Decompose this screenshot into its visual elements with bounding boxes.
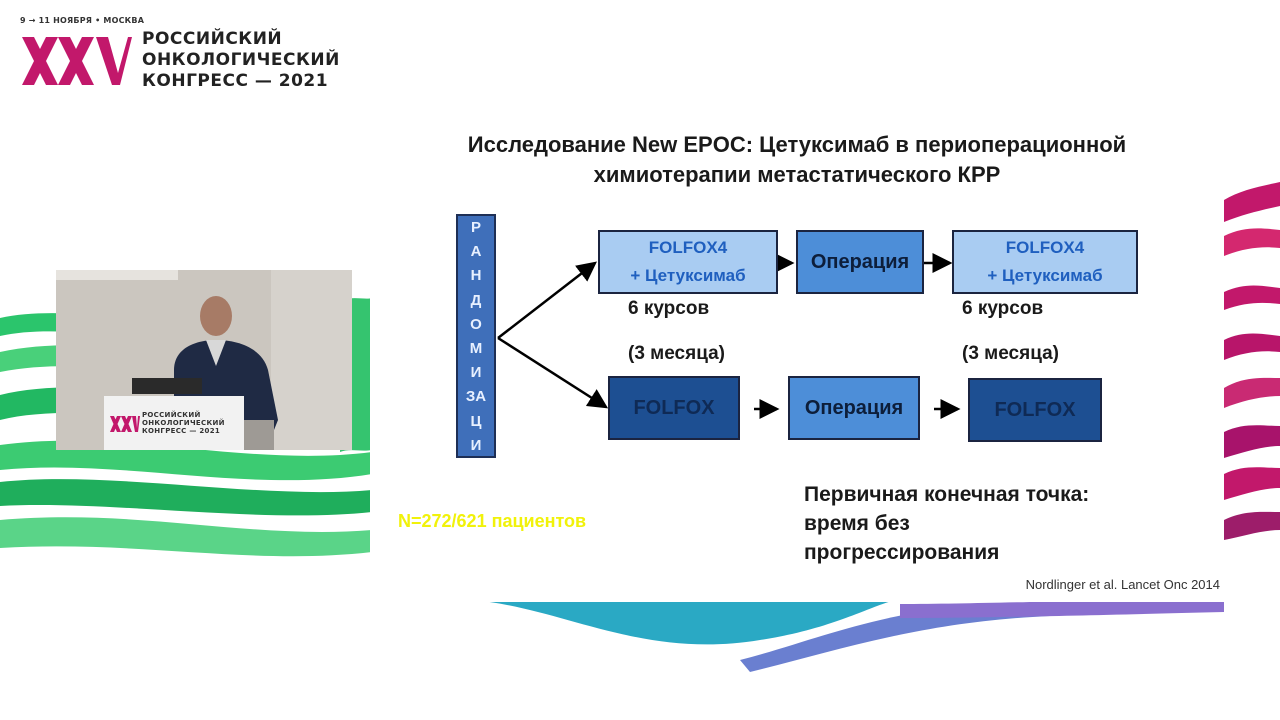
citation: Nordlinger et al. Lancet Onc 2014 — [1025, 577, 1220, 592]
rand-letter: М — [469, 340, 483, 358]
rand-letter: И — [470, 364, 482, 382]
congress-name-line-2: ОНКОЛОГИЧЕСКИЙ — [142, 50, 340, 70]
congress-date: 9 → 11 НОЯБРЯ • МОСКВА — [20, 16, 145, 25]
rand-letter: Н — [470, 267, 482, 285]
arm1-post-line-1: FOLFOX4 — [1005, 238, 1085, 257]
slide-title: Исследование New EPOC: Цетуксимаб в пери… — [370, 130, 1224, 190]
presentation-slide: Исследование New EPOC: Цетуксимаб в пери… — [370, 118, 1224, 602]
arm2-operation-box: Операция — [788, 376, 920, 440]
slide-title-line-1: Исследование New EPOC: Цетуксимаб в пери… — [467, 132, 1127, 157]
rand-letter: А — [470, 243, 482, 261]
arm1-post-box: FOLFOX4 + Цетуксимаб — [952, 230, 1138, 294]
xxv-logo-mark — [22, 36, 132, 85]
podium-line-1: РОССИЙСКИЙ — [142, 411, 201, 419]
rand-letter: Р — [470, 219, 481, 236]
arm1-pre-line-1: FOLFOX4 — [648, 238, 728, 257]
arm2-post-label: FOLFOX — [994, 398, 1076, 421]
duration-left: (3 месяца) — [628, 343, 726, 364]
speaker-video — [56, 270, 352, 450]
congress-name: РОССИЙСКИЙ ОНКОЛОГИЧЕСКИЙ КОНГРЕСС — 202… — [142, 29, 340, 92]
endpoint-line-2: время без — [804, 512, 910, 535]
rand-letter: Ц — [470, 412, 482, 430]
arm1-pre-box: FOLFOX4 + Цетуксимаб — [598, 230, 778, 294]
flow-arrows — [497, 253, 961, 419]
congress-name-line-3: КОНГРЕСС — 2021 — [142, 71, 329, 91]
arm2-pre-box: FOLFOX — [608, 376, 740, 440]
podium-line-2: ОНКОЛОГИЧЕСКИЙ — [142, 419, 225, 427]
speaker-scene — [56, 270, 352, 450]
cycles-right: 6 курсов — [962, 298, 1044, 319]
endpoint-line-3: прогрессирования — [804, 541, 1000, 564]
randomization-bar: Р А Н Д О М И ЗА Ц И Я — [456, 214, 496, 458]
arm1-operation-box: Операция — [796, 230, 924, 294]
podium-label: РОССИЙСКИЙ ОНКОЛОГИЧЕСКИЙ КОНГРЕСС — 202… — [142, 411, 252, 435]
congress-name-line-1: РОССИЙСКИЙ — [142, 29, 283, 49]
podium-line-3: КОНГРЕСС — 2021 — [142, 427, 221, 435]
endpoint-line-1: Первичная конечная точка: — [804, 483, 1090, 506]
cycles-left: 6 курсов — [628, 298, 710, 319]
arm1-post-line-2: + Цетуксимаб — [987, 266, 1103, 285]
congress-logo: 9 → 11 НОЯБРЯ • МОСКВА РОССИЙСКИЙ ОНКОЛО… — [20, 16, 340, 92]
patients-count: N=272/621 пациентов — [398, 511, 587, 531]
duration-right: (3 месяца) — [962, 343, 1060, 364]
arm2-operation-label: Операция — [804, 396, 904, 419]
rand-letter: Д — [470, 291, 482, 309]
rand-letter: И — [470, 436, 482, 454]
arm2-pre-label: FOLFOX — [633, 396, 715, 419]
rand-letter: О — [470, 315, 482, 333]
arm1-pre-line-2: + Цетуксимаб — [630, 266, 746, 285]
rand-letter: ЗА — [465, 388, 487, 406]
primary-endpoint: Первичная конечная точка: время без прог… — [804, 480, 1204, 567]
arm2-post-box: FOLFOX — [968, 378, 1102, 442]
slide-title-line-2: химиотерапии метастатического КРР — [593, 162, 1001, 187]
arm1-operation-label: Операция — [810, 250, 910, 273]
podium-xxv-icon — [110, 416, 140, 432]
